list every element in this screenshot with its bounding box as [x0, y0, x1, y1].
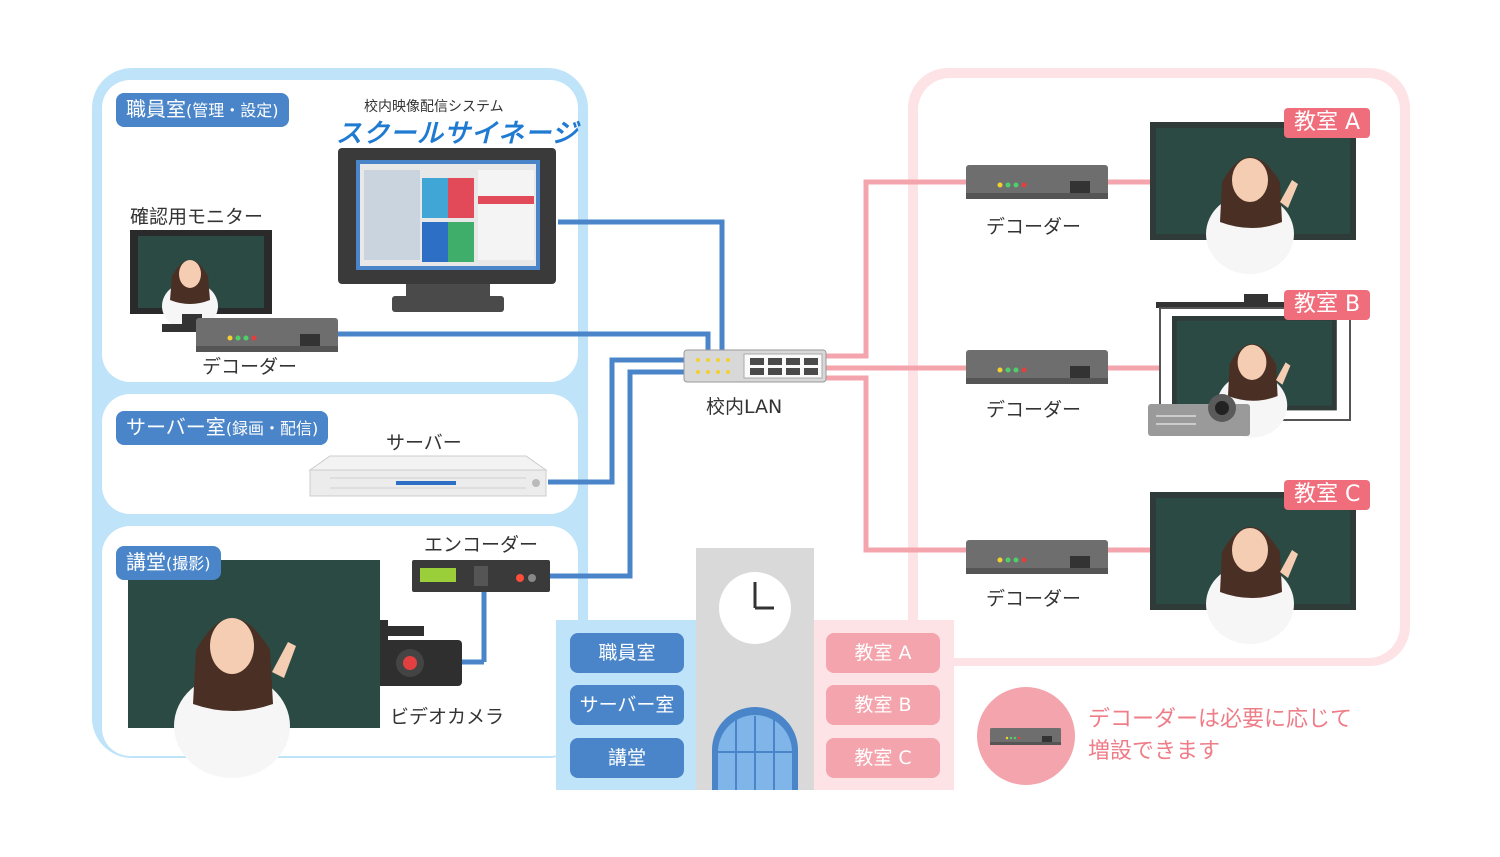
classroom-b-projector-screen	[1148, 294, 1354, 438]
classroom-a-tag: 教室 A	[1284, 108, 1371, 138]
staff-room-sub: (管理・設定)	[186, 101, 279, 120]
monitor-label: 確認用モニター	[130, 206, 264, 228]
staff-room-tag: 職員室(管理・設定)	[116, 93, 289, 127]
server-room-sub: (録画・配信)	[225, 419, 319, 438]
staff-decoder-label: デコーダー	[202, 356, 298, 378]
lan-label: 校内LAN	[706, 396, 783, 418]
decoder-c-icon	[966, 540, 1108, 574]
server-room-tag: サーバー室(録画・配信)	[116, 411, 329, 445]
building-classroom-a: 教室 A	[826, 633, 940, 673]
server-room-name: サーバー室	[126, 415, 226, 439]
decoder-a-label: デコーダー	[986, 216, 1082, 238]
auditorium-sub: (撮影)	[166, 554, 211, 573]
decoder-a-icon	[966, 165, 1108, 199]
building-staff-room: 職員室	[570, 633, 684, 673]
classroom-b-tag: 教室 B	[1284, 290, 1371, 320]
note-line-2: 増設できます	[1088, 739, 1221, 764]
building-classroom-c: 教室 C	[826, 738, 940, 778]
system-subtitle: 校内映像配信システム	[364, 99, 504, 115]
camera-label: ビデオカメラ	[390, 706, 505, 728]
auditorium-screen	[128, 560, 380, 778]
note-line-1: デコーダーは必要に応じて	[1088, 707, 1353, 732]
auditorium-name: 講堂	[126, 550, 166, 574]
encoder-icon	[412, 560, 550, 592]
decoder-b-icon	[966, 350, 1108, 384]
auditorium-tag: 講堂(撮影)	[116, 546, 221, 580]
expansion-note: デコーダーは必要に応じて 増設できます	[1088, 704, 1352, 768]
decoder-b-label: デコーダー	[986, 399, 1082, 421]
lan-switch-icon	[683, 349, 827, 383]
building-server-room: サーバー室	[570, 685, 684, 725]
building-classroom-b: 教室 B	[826, 685, 940, 725]
staff-decoder-icon	[196, 318, 338, 352]
building-auditorium: 講堂	[570, 738, 684, 778]
system-title: スクールサイネージ	[336, 119, 579, 149]
decoder-c-label: デコーダー	[986, 588, 1082, 610]
staff-room-name: 職員室	[126, 97, 186, 121]
encoder-label: エンコーダー	[424, 534, 539, 556]
classroom-c-tag: 教室 C	[1284, 480, 1371, 510]
confirmation-monitor-icon	[130, 230, 272, 332]
server-icon	[308, 455, 548, 497]
signage-monitor-icon	[338, 148, 556, 312]
server-label: サーバー	[386, 432, 462, 454]
